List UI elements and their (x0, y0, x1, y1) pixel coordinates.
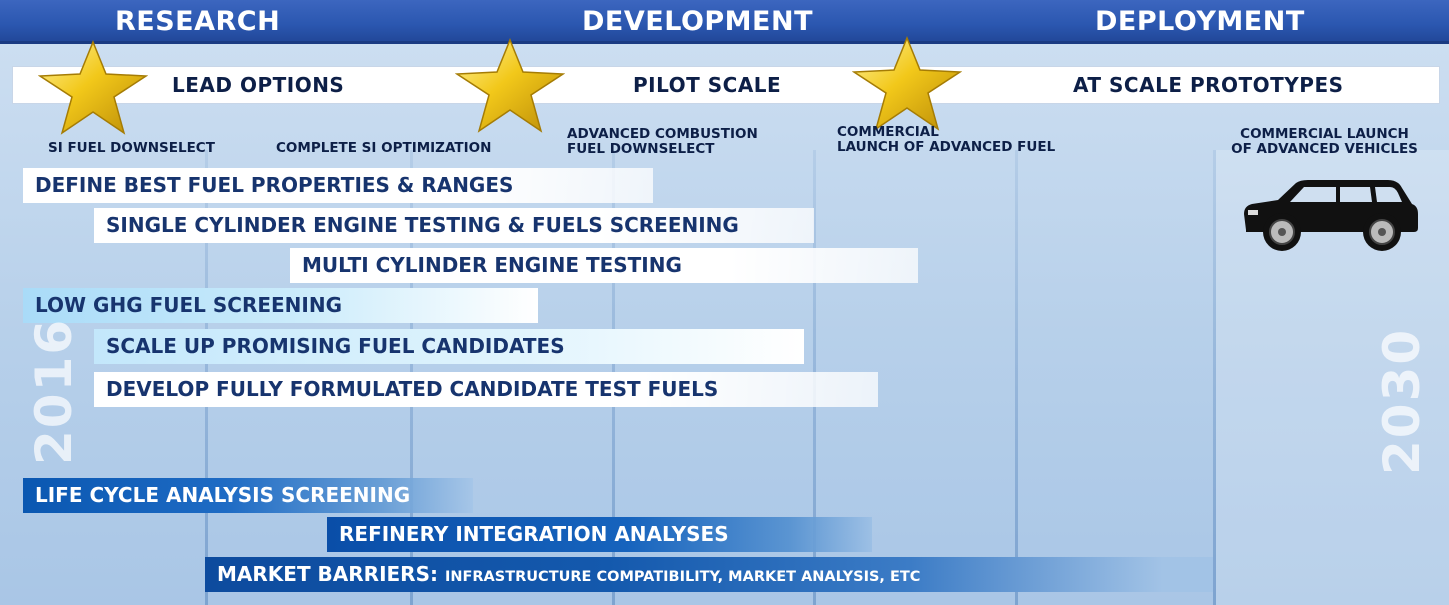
activity-scale-up-candidates: SCALE UP PROMISING FUEL CANDIDATES (94, 329, 804, 364)
stage-bar (12, 66, 1440, 104)
activity-single-cylinder-testing: SINGLE CYLINDER ENGINE TESTING & FUELS S… (94, 208, 814, 243)
milestone-commercial-fuel: COMMERCIAL LAUNCH OF ADVANCED FUEL (837, 125, 1055, 155)
phase-header: RESEARCH DEVELOPMENT DEPLOYMENT (0, 0, 1449, 44)
activity-define-fuel-properties: DEFINE BEST FUEL PROPERTIES & RANGES (23, 168, 653, 203)
milestone-line: OF ADVANCED VEHICLES (1231, 141, 1418, 157)
star-icon (852, 36, 962, 131)
grid-line (1015, 150, 1018, 605)
star-icon (38, 40, 148, 135)
activity-refinery-integration: REFINERY INTEGRATION ANALYSES (327, 517, 872, 552)
milestone-complete-si-optimization: COMPLETE SI OPTIMIZATION (276, 140, 492, 156)
milestone-line: COMMERCIAL LAUNCH (1240, 126, 1409, 142)
milestone-line: LAUNCH OF ADVANCED FUEL (837, 139, 1056, 155)
milestone-line: COMMERCIAL (837, 124, 939, 140)
year-end: 2030 (1373, 327, 1431, 475)
star-icon (455, 38, 565, 133)
activity-low-ghg-screening: LOW GHG FUEL SCREENING (23, 288, 538, 323)
phase-deployment: DEPLOYMENT (1095, 6, 1305, 37)
market-barriers-title: MARKET BARRIERS: (217, 562, 438, 586)
grid-line (1213, 150, 1216, 605)
milestone-si-fuel-downselect: SI FUEL DOWNSELECT (48, 140, 215, 156)
stage-pilot-scale: PILOT SCALE (633, 73, 782, 97)
year-start: 2016 (25, 317, 83, 465)
activity-multi-cylinder-testing: MULTI CYLINDER ENGINE TESTING (290, 248, 918, 283)
milestone-line: ADVANCED COMBUSTION (567, 126, 758, 142)
activity-market-barriers: MARKET BARRIERS: INFRASTRUCTURE COMPATIB… (205, 557, 1213, 592)
market-barriers-detail: INFRASTRUCTURE COMPATIBILITY, MARKET ANA… (444, 569, 921, 585)
milestone-commercial-vehicles: COMMERCIAL LAUNCH OF ADVANCED VEHICLES (1207, 127, 1442, 157)
suv-car-icon (1244, 180, 1418, 251)
activity-develop-test-fuels: DEVELOP FULLY FORMULATED CANDIDATE TEST … (94, 372, 878, 407)
stage-lead-options: LEAD OPTIONS (172, 73, 345, 97)
phase-research: RESEARCH (115, 6, 281, 37)
milestone-line: FUEL DOWNSELECT (567, 141, 715, 157)
stage-at-scale-prototypes: AT SCALE PROTOTYPES (1073, 73, 1344, 97)
activity-life-cycle-analysis: LIFE CYCLE ANALYSIS SCREENING (23, 478, 473, 513)
phase-development: DEVELOPMENT (582, 6, 814, 37)
milestone-advanced-combustion: ADVANCED COMBUSTION FUEL DOWNSELECT (567, 127, 758, 157)
